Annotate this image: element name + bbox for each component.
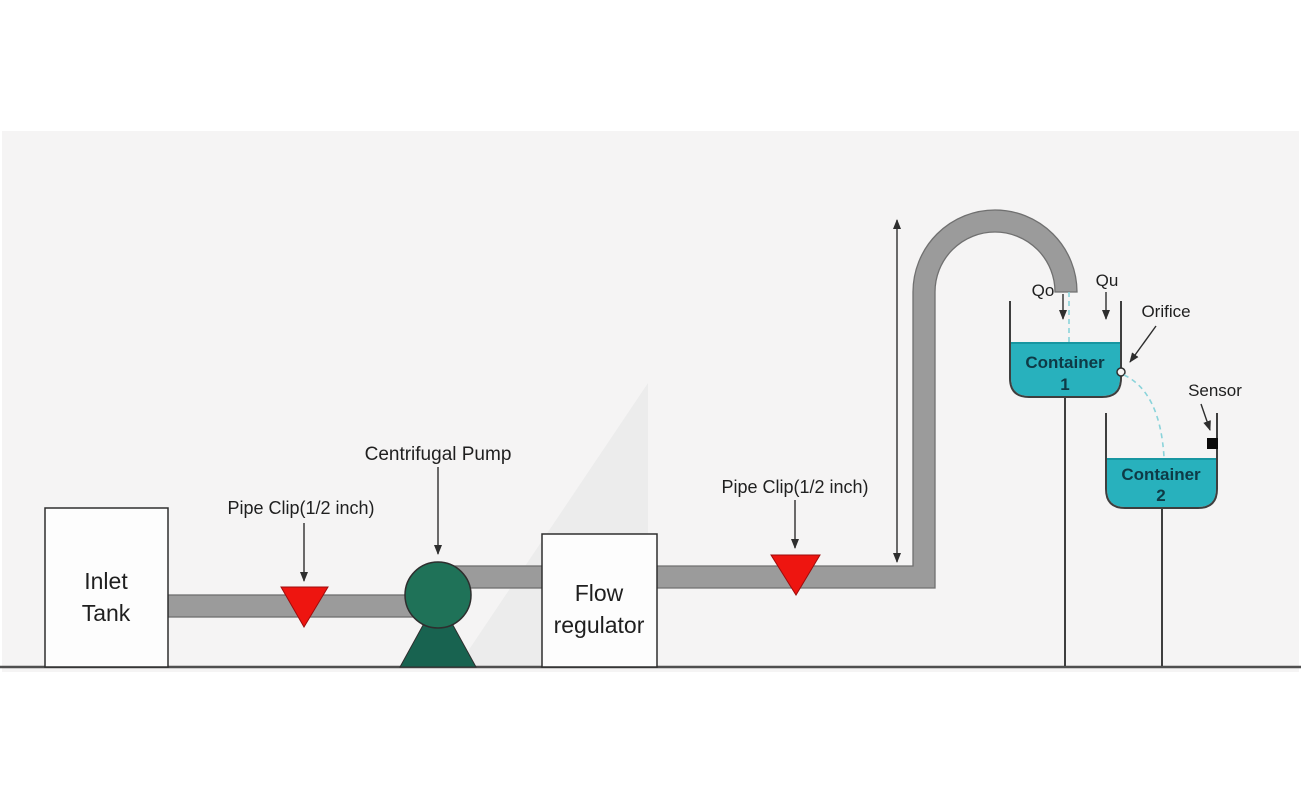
inlet-tank-label-line1: Inlet <box>84 568 128 594</box>
pipe-clip-left <box>280 586 329 628</box>
flow-regulator <box>541 533 658 668</box>
container2-label-line1: Container <box>1121 465 1201 484</box>
container1-label-line2: 1 <box>1060 375 1069 394</box>
flow-regulator-label-line2: regulator <box>554 612 645 638</box>
container1-label-line1: Container <box>1025 353 1105 372</box>
orifice-hole <box>1116 367 1126 377</box>
orifice-label: Orifice <box>1141 302 1190 321</box>
orifice-arrow <box>1129 325 1157 363</box>
pipe-riser-and-gooseneck <box>549 209 1078 589</box>
orifice-jet-dashed <box>1123 374 1165 458</box>
sensor-arrow <box>1200 403 1211 431</box>
inlet-tank <box>44 507 169 668</box>
sensor-block <box>1207 438 1218 449</box>
centrifugal-pump-label: Centrifugal Pump <box>365 444 512 465</box>
pipe-clip-left-label: Pipe Clip(1/2 inch) <box>227 498 374 518</box>
container2-water <box>1107 458 1216 507</box>
qo-label: Qo <box>1032 281 1055 300</box>
container2-label-line2: 2 <box>1156 486 1165 505</box>
pump-base <box>399 596 477 668</box>
flow-regulator-label-line1: Flow <box>575 580 624 606</box>
pipe-clip-right <box>770 554 821 596</box>
sensor-label: Sensor <box>1188 381 1242 400</box>
container1-walls <box>1009 301 1122 398</box>
qu-label: Qu <box>1096 271 1119 290</box>
centrifugal-pump <box>404 561 472 629</box>
pipe-clip-right-label: Pipe Clip(1/2 inch) <box>721 477 868 497</box>
container1-water <box>1011 342 1120 396</box>
inlet-tank-label-line2: Tank <box>82 600 131 626</box>
container2-walls <box>1105 413 1218 509</box>
